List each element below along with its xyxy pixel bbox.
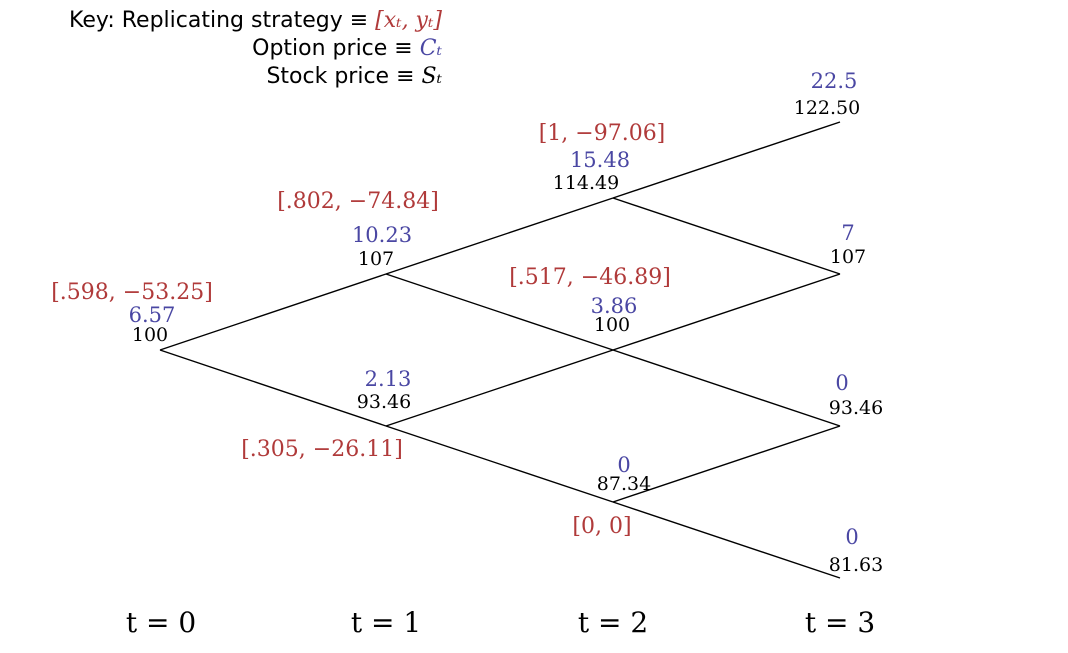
node-t2-middle: [.517, −46.89] 3.86 100 xyxy=(509,265,671,336)
option-price-label: 0 xyxy=(845,525,858,549)
strategy-label: [.598, −53.25] xyxy=(51,280,213,305)
time-label-t1: t = 1 xyxy=(351,606,421,639)
stock-price-label: 122.50 xyxy=(794,97,860,119)
node-t3-ddd: 0 81.63 xyxy=(829,525,883,576)
option-price-label: 22.5 xyxy=(811,69,858,93)
time-label-t3: t = 3 xyxy=(805,606,875,639)
strategy-label: [.517, −46.89] xyxy=(509,265,671,290)
legend-strategy-label: Key: Replicating strategy ≡ xyxy=(69,8,375,33)
strategy-label: [.305, −26.11] xyxy=(241,437,403,462)
option-price-label: 15.48 xyxy=(570,148,630,172)
stock-price-label: 93.46 xyxy=(829,397,883,419)
option-price-label: 6.57 xyxy=(129,303,176,327)
edge-n1u-n2ud xyxy=(385,273,614,351)
legend-line-strategy: Key: Replicating strategy ≡ [xₜ, yₜ] xyxy=(69,8,442,33)
stock-price-label: 114.49 xyxy=(553,172,619,194)
node-t2-up-up: [1, −97.06] 15.48 114.49 xyxy=(539,121,666,194)
edge-n1u-n2uu xyxy=(385,197,614,275)
node-t3-uud: 7 107 xyxy=(830,221,866,268)
node-t1-down: 2.13 93.46 [.305, −26.11] xyxy=(241,367,411,462)
legend: Key: Replicating strategy ≡ [xₜ, yₜ] Opt… xyxy=(69,8,443,89)
edge-n1d-n2dd xyxy=(385,425,614,503)
strategy-label: [.802, −74.84] xyxy=(277,189,439,214)
strategy-label: [0, 0] xyxy=(572,514,631,539)
option-price-label: 7 xyxy=(841,221,854,245)
node-t2-down-down: 0 87.34 [0, 0] xyxy=(572,453,651,539)
option-price-label: 2.13 xyxy=(365,367,412,391)
node-t3-udd: 0 93.46 xyxy=(829,371,883,419)
node-t1-up: [.802, −74.84] 10.23 107 xyxy=(277,189,439,270)
strategy-label: [1, −97.06] xyxy=(539,121,666,146)
option-price-label: 0 xyxy=(835,371,848,395)
edge-n0-n1d xyxy=(159,349,387,427)
edge-n2ud-n3uud xyxy=(612,273,841,351)
stock-price-label: 87.34 xyxy=(597,473,651,495)
edge-n0-n1u xyxy=(159,273,387,351)
edge-n1d-n2ud xyxy=(385,349,614,427)
legend-line-option: Option price ≡ Cₜ xyxy=(252,36,442,61)
time-label-t2: t = 2 xyxy=(578,606,648,639)
legend-option-symbol: Cₜ xyxy=(420,36,443,61)
option-price-label: 0 xyxy=(617,453,630,477)
node-t3-uuu: 22.5 122.50 xyxy=(794,69,860,119)
edge-n2uu-n3uuu xyxy=(612,121,841,199)
edge-n2dd-n3ddd xyxy=(612,501,841,579)
edge-n2ud-n3udd xyxy=(612,349,841,427)
stock-price-label: 93.46 xyxy=(357,391,411,413)
stock-price-label: 107 xyxy=(830,246,866,268)
legend-option-label: Option price ≡ xyxy=(252,36,420,61)
stock-price-label: 100 xyxy=(132,324,168,346)
option-price-label: 10.23 xyxy=(352,223,412,247)
legend-line-stock: Stock price ≡ Sₜ xyxy=(266,64,442,89)
edge-n2uu-n3uud xyxy=(612,197,841,275)
stock-price-label: 107 xyxy=(358,248,394,270)
edge-n2dd-n3udd xyxy=(612,425,841,503)
time-label-t0: t = 0 xyxy=(126,606,196,639)
stock-price-label: 100 xyxy=(594,314,630,336)
legend-stock-label: Stock price ≡ xyxy=(266,64,421,89)
stock-price-label: 81.63 xyxy=(829,554,883,576)
time-labels: t = 0 t = 1 t = 2 t = 3 xyxy=(126,606,875,639)
option-price-label: 3.86 xyxy=(591,294,638,318)
legend-stock-symbol: Sₜ xyxy=(422,64,443,89)
legend-strategy-symbol: [xₜ, yₜ] xyxy=(375,8,442,33)
tree-edges xyxy=(159,121,841,579)
node-t0: [.598, −53.25] 6.57 100 xyxy=(51,280,213,346)
